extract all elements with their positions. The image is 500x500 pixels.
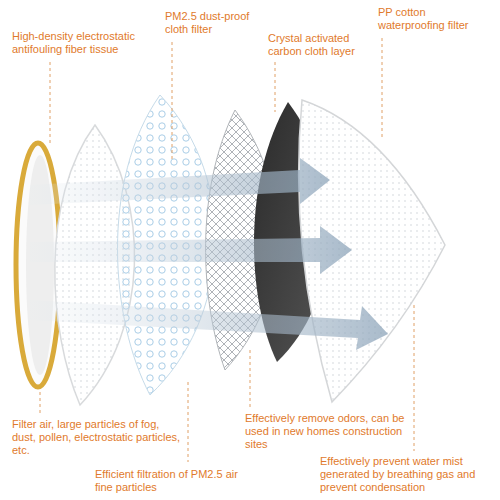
- callout-label: Filter air, large particles of fog, dust…: [12, 418, 182, 457]
- callout-label: PM2.5 dust-proof cloth filter: [165, 10, 265, 36]
- leader-lines: [40, 38, 414, 462]
- callout-label: PP cotton waterproofing filter: [378, 6, 488, 32]
- electrostatic-layer: [16, 143, 60, 387]
- callout-label: High-density electrostatic antifouling f…: [12, 30, 162, 56]
- airflow-arrows: [30, 158, 388, 350]
- callout-label: Effectively remove odors, can be used in…: [245, 412, 405, 451]
- callout-label: Crystal activated carbon cloth layer: [268, 32, 373, 58]
- callout-label: Effectively prevent water mist generated…: [320, 455, 498, 494]
- callout-label: Efficient filtration of PM2.5 air fine p…: [95, 468, 245, 494]
